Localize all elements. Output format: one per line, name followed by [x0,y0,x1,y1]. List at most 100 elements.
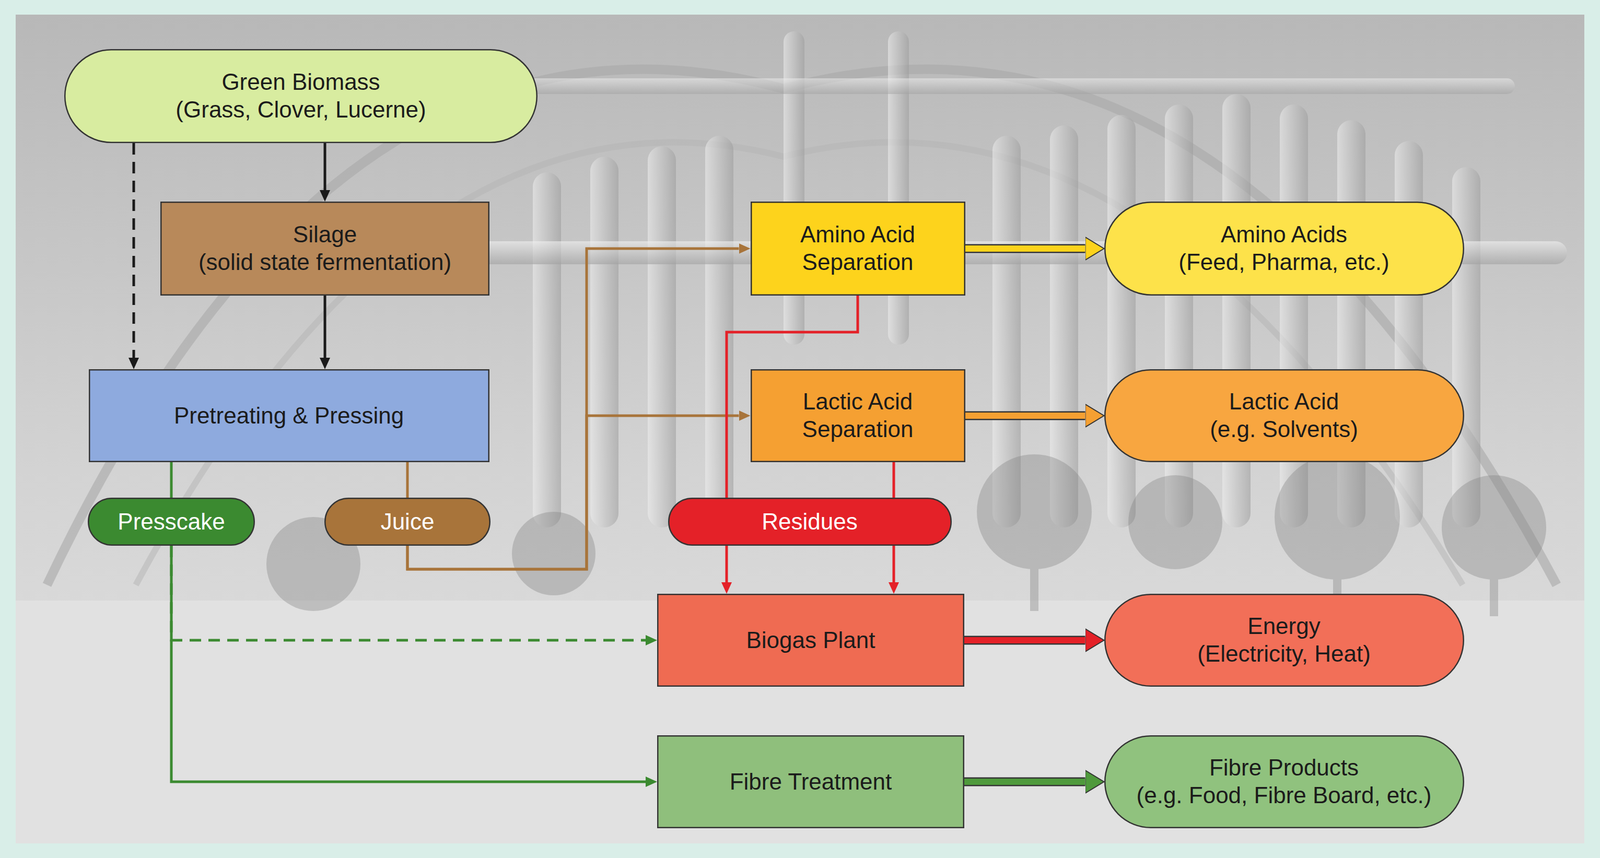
node-subtitle: (Grass, Clover, Lucerne) [175,96,426,124]
node-title: Juice [380,508,435,536]
node-shape [160,202,489,296]
process-box: Pretreating & Pressing [88,369,490,463]
connector-arrow [133,143,135,358]
node-title: Energy [1247,612,1321,641]
connector-path [725,545,729,583]
tree-trunk [1030,564,1039,612]
node-outline [160,201,490,296]
node-shape [1104,736,1464,828]
product-pill: Amino Acids(Feed, Pharma, etc.) [1104,201,1465,296]
process-box: Silage(solid state fermentation) [160,201,490,296]
node-outline [1104,593,1465,687]
connector-arrow [171,545,646,641]
tree-crown [1128,475,1223,570]
node-title: Pretreating & Pressing [173,402,404,430]
connector-path [965,412,1086,419]
pipe [1222,94,1251,528]
connector-path [965,245,1086,252]
pipe [647,146,676,528]
node-title: Green Biomass [221,68,380,97]
pipe [1279,104,1308,528]
node-shape [751,369,965,462]
process-box: Biogas Plant [657,593,965,687]
node-title: Lactic Acid Separation [761,388,955,444]
connector-path [406,462,410,498]
connector-arrow [964,640,1086,641]
photo-ground [15,14,1585,844]
connector-outline [964,636,1086,646]
pipe [532,172,562,528]
node-title: Amino Acid Separation [761,220,955,277]
node-shape [668,498,952,546]
node-title: Residues [761,508,858,536]
node-title: Presscake [117,508,225,536]
process-box: Fibre Treatment [657,735,965,829]
node-shape [1104,202,1464,296]
process-box: Amino Acid Separation [750,201,966,296]
node-subtitle: (e.g. Food, Fibre Board, etc.) [1136,781,1432,810]
connector-path [964,778,1086,786]
tree-crown [976,454,1092,570]
connector-arrow [893,545,895,583]
tree-crown [1441,475,1547,580]
connector-line [407,462,408,498]
connector-group [133,143,1086,782]
node-subtitle: (e.g. Solvents) [1209,415,1359,444]
node-outline [1104,369,1465,463]
connector-line [171,462,172,498]
connector-path [170,462,173,498]
product-pill: Energy(Electricity, Heat) [1104,593,1465,687]
node-outline [750,201,966,296]
node-shape [657,594,964,687]
tree-crown [1274,454,1400,580]
connector-path [323,295,327,358]
node-shape [1104,594,1464,687]
node-title: Fibre Products [1209,754,1359,782]
connector-arrow [965,248,1086,250]
node-shape [751,202,965,296]
node-outline [1104,201,1465,296]
node-shape [64,49,537,143]
connector-arrow [324,143,326,191]
connector-outline [964,777,1086,787]
stream-label: Residues [668,497,952,546]
connector-arrow [965,415,1086,417]
connector-path [171,545,646,782]
product-pill: Fibre Products(e.g. Food, Fibre Board, e… [1104,735,1465,829]
node-title: Amino Acids [1220,220,1348,249]
connector-arrow [324,295,326,358]
node-outline [1104,735,1465,829]
pipe-columns [532,31,1481,528]
horizontal-pipe [522,78,1515,95]
connector-path [323,143,327,191]
node-subtitle: (solid state fermentation) [198,248,452,277]
pipe [1394,141,1423,528]
node-title: Lactic Acid [1229,388,1339,416]
connector-path [892,462,896,498]
connector-path [964,637,1086,644]
node-title: Biogas Plant [745,626,875,655]
node-outline [750,369,966,463]
node-subtitle: (Electricity, Heat) [1197,640,1371,669]
node-shape [89,369,489,462]
node-shape [88,498,255,546]
stream-label: Juice [324,497,491,546]
process-box: Lactic Acid Separation [750,369,966,463]
node-shape [324,498,490,546]
connector-line [893,462,895,498]
connector-outline [965,244,1086,254]
node-title: Silage [293,220,357,249]
stream-label: Presscake [87,497,255,546]
pipe [1452,167,1481,528]
pipe [590,156,619,528]
node-outline [64,49,538,144]
trees [266,454,1547,617]
node-subtitle: (Feed, Pharma, etc.) [1178,248,1389,277]
node-shape [1104,369,1464,462]
tree-trunk [1489,574,1499,617]
pipe [1164,104,1194,528]
connector-path [132,143,136,358]
connector-arrow [964,781,1086,783]
node-title: Fibre Treatment [729,768,893,797]
